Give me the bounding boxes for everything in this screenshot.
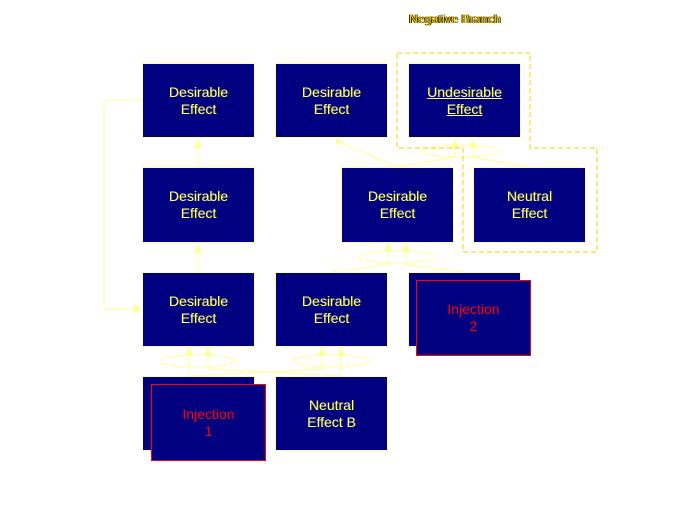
and-ellipse (358, 250, 436, 264)
node-label: Desirable Effect (168, 188, 229, 221)
node-label: Injection 2 (447, 301, 500, 334)
and-ellipse (421, 144, 499, 158)
node-label: Desirable Effect (301, 83, 362, 117)
desirable-effect-node[interactable]: Desirable Effect (142, 167, 255, 243)
neutral-effect-b-node[interactable]: Neutral Effect B (275, 376, 388, 451)
node-label: Undesirable Effect (427, 83, 502, 117)
injection-node[interactable]: Injection 2 (416, 280, 531, 356)
desirable-effect-node[interactable]: Desirable Effect (275, 63, 388, 138)
and-ellipse (292, 354, 370, 368)
loop-connector (103, 99, 142, 310)
desirable-effect-node[interactable]: Desirable Effect (275, 272, 388, 347)
injection-node[interactable]: Injection 1 (151, 384, 266, 461)
negative-branch-title: Negative Branch (409, 12, 501, 26)
node-label: Desirable Effect (168, 83, 229, 117)
node-label: Neutral Effect B (307, 396, 356, 430)
arrow-head (134, 304, 142, 314)
negative-branch-group (396, 52, 598, 253)
desirable-effect-node[interactable]: Desirable Effect (142, 63, 255, 138)
desirable-effect-node[interactable]: Desirable Effect (341, 167, 454, 243)
node-label: Desirable Effect (301, 292, 362, 326)
node-label: Injection 1 (182, 405, 235, 439)
arrow-r2c2-r1c2 (334, 139, 398, 168)
node-label: Desirable Effect (367, 188, 428, 221)
node-label: Desirable Effect (168, 292, 229, 326)
and-ellipse (159, 354, 237, 368)
neutral-effect-node[interactable]: Neutral Effect (473, 167, 586, 243)
node-label: Neutral Effect (506, 188, 553, 221)
undesirable-effect-node[interactable]: Undesirable Effect (408, 63, 521, 138)
desirable-effect-node[interactable]: Desirable Effect (142, 272, 255, 347)
